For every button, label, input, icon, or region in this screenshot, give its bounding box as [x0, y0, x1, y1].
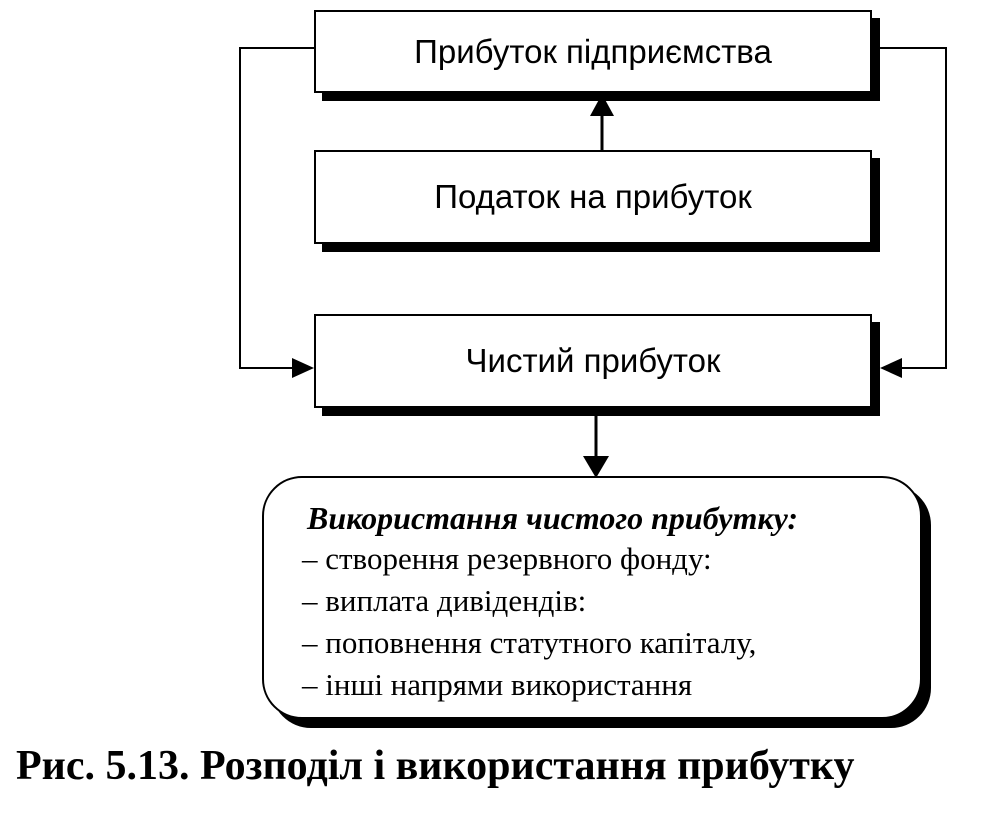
usage-item: – поповнення статутного капіталу, — [302, 625, 757, 660]
net-profit-label: Чистий прибуток — [465, 342, 721, 379]
usage-item: – виплата дивідендів: — [302, 583, 587, 618]
net-to-usage-arrowhead — [583, 456, 609, 478]
usage-title: Використання чистого прибутку: — [307, 500, 799, 536]
right-loop-arrowhead — [880, 358, 902, 378]
profit-tax-box: Податок на прибуток — [314, 150, 872, 244]
figure-caption: Рис. 5.13. Розподіл і використання прибу… — [16, 743, 855, 789]
enterprise-profit-box: Прибуток підприємства — [314, 10, 872, 93]
usage-item: – створення резервного фонду: — [302, 541, 712, 576]
net-profit-box: Чистий прибуток — [314, 314, 872, 408]
right-loop-line — [880, 47, 947, 369]
usage-item: – інші напрями використання — [302, 667, 693, 702]
left-loop-line — [239, 47, 314, 369]
enterprise-profit-label: Прибуток підприємства — [414, 32, 772, 70]
left-loop-arrowhead — [292, 358, 314, 378]
usage-list: – створення резервного фонду: – виплата … — [302, 538, 900, 706]
net-profit-usage-box: Використання чистого прибутку: – створен… — [262, 476, 922, 719]
profit-tax-label: Податок на прибуток — [434, 178, 752, 215]
tax-to-profit-arrowhead — [590, 94, 614, 116]
